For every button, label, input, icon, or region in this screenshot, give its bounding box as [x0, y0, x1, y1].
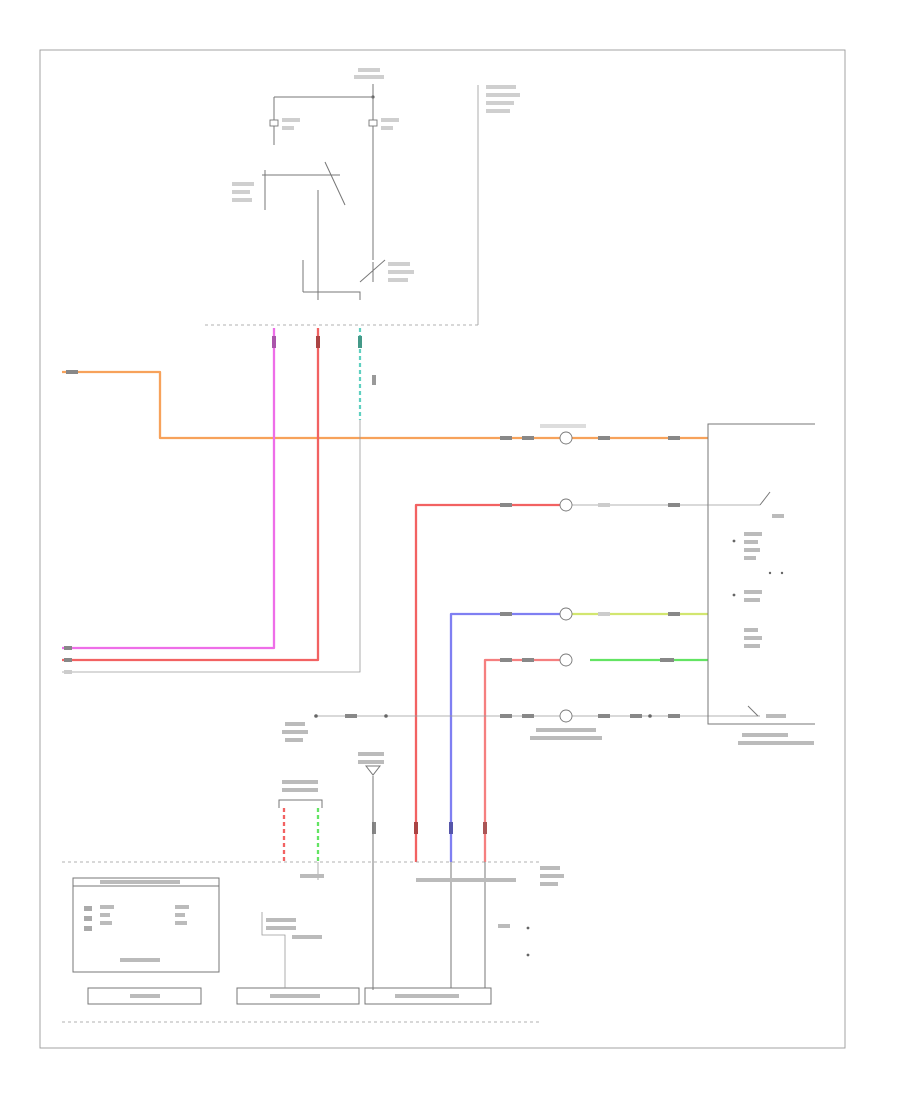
wire-magenta — [62, 328, 276, 650]
ground-markers — [282, 714, 652, 742]
fuse-left — [269, 119, 279, 127]
inline-connectors — [530, 424, 602, 740]
wire-red-right — [414, 503, 560, 862]
switch-assembly — [205, 84, 480, 326]
page-frame — [39, 49, 846, 1049]
power-module — [72, 877, 220, 973]
lower-bar-3 — [364, 987, 492, 1005]
lower-bar-1 — [87, 987, 202, 1005]
lower-bar-2 — [236, 987, 360, 1005]
switch-labels — [232, 68, 520, 282]
relay-lower-left — [278, 780, 323, 862]
wire-orange — [62, 370, 560, 440]
wire-light-red — [483, 658, 560, 862]
wire-tags — [64, 336, 680, 834]
fuse-right — [368, 119, 378, 127]
ground-symbol — [358, 752, 384, 990]
wire-blue — [449, 612, 560, 862]
wire-red — [62, 328, 320, 662]
control-switch-module — [707, 423, 815, 745]
